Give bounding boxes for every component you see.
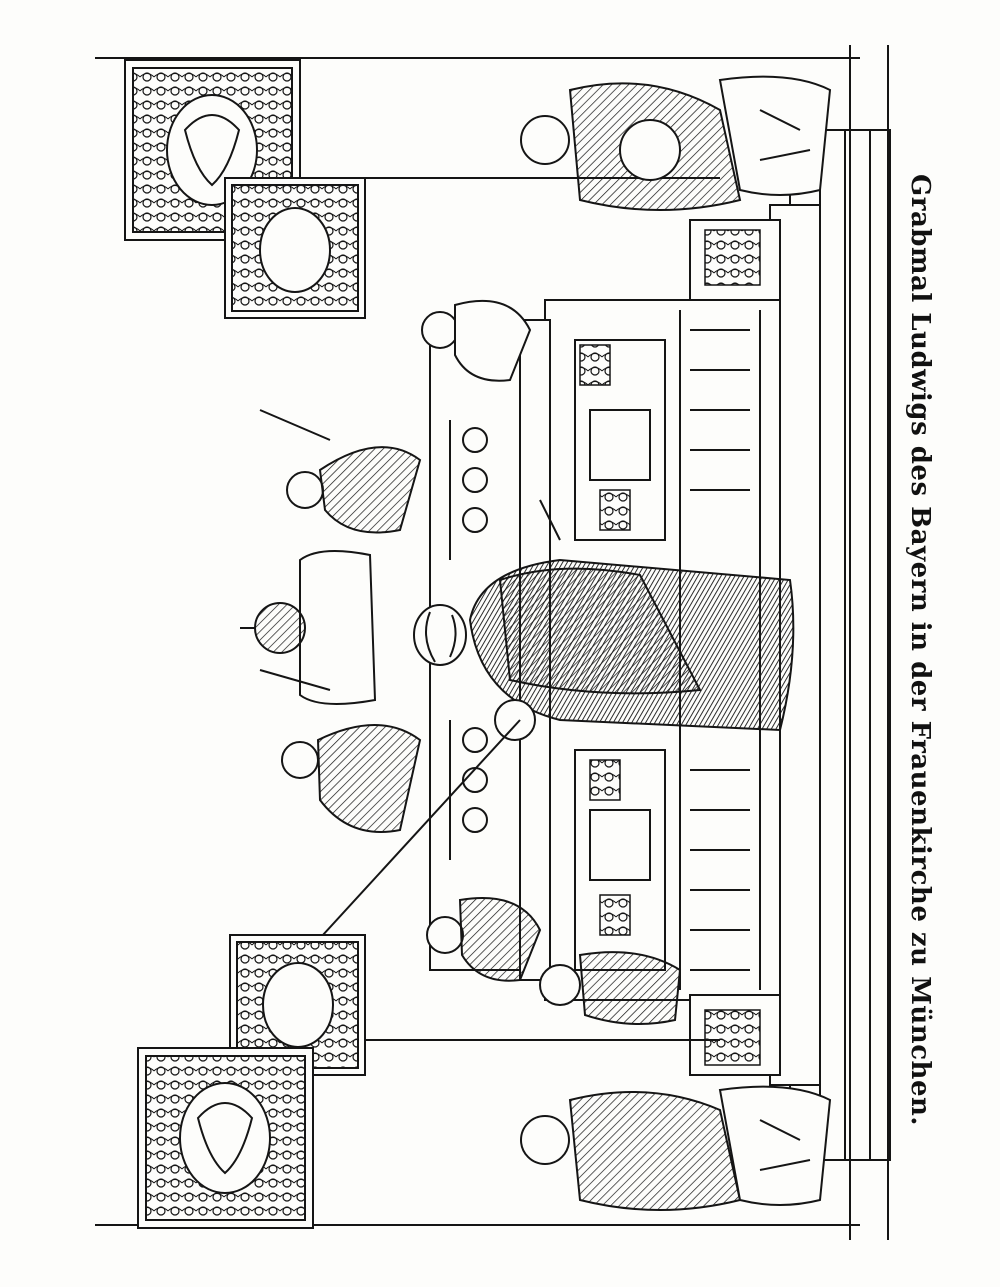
lid-figure-upper <box>259 409 422 534</box>
knight-upper <box>520 75 832 211</box>
cherub-upper <box>421 299 532 382</box>
knight-small-lower <box>539 951 682 1025</box>
caption-container: Grabmal Ludwigs des Bayern in der Frauen… <box>882 174 958 1126</box>
knight-lower <box>520 1085 832 1211</box>
robed-figure <box>299 499 795 961</box>
cherub-lower <box>426 897 542 982</box>
banner-upper-inner <box>224 177 720 319</box>
monument-base <box>769 45 891 1240</box>
caption: Grabmal Ludwigs des Bayern in der Frauen… <box>905 174 935 1126</box>
banner-lower-outer <box>95 1047 860 1229</box>
banner-lower-inner <box>229 934 720 1076</box>
lid-figure-lower <box>259 669 422 833</box>
crown-cushion <box>240 550 377 705</box>
cherub-frieze <box>449 420 488 860</box>
